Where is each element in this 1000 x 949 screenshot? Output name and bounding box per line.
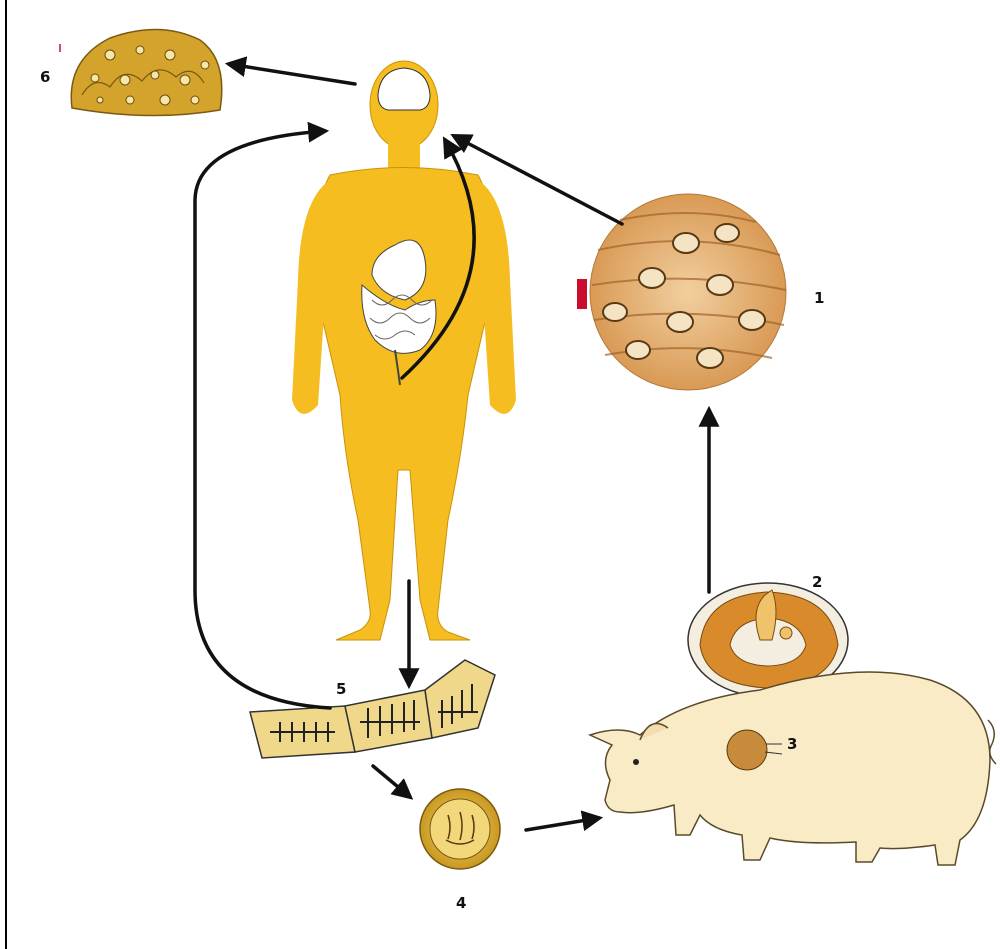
- label-3: 3: [787, 735, 797, 753]
- arrow-egg-to-pig: [526, 818, 599, 830]
- pig-illustration: [590, 672, 996, 865]
- label-6: 6: [40, 68, 50, 86]
- human-body: [292, 61, 516, 640]
- tapeworm-egg: [420, 789, 500, 869]
- red-marker-bar: [577, 279, 587, 309]
- arrow-human-to-brain: [229, 64, 355, 84]
- brain-with-cysts: [71, 29, 221, 115]
- label-1: 1: [814, 289, 824, 307]
- label-5: 5: [336, 680, 346, 698]
- label-4: 4: [456, 894, 466, 912]
- tapeworm-proglottids: [250, 660, 495, 758]
- label-2: 2: [812, 573, 822, 591]
- arrow-proglottid-to-egg: [373, 766, 410, 797]
